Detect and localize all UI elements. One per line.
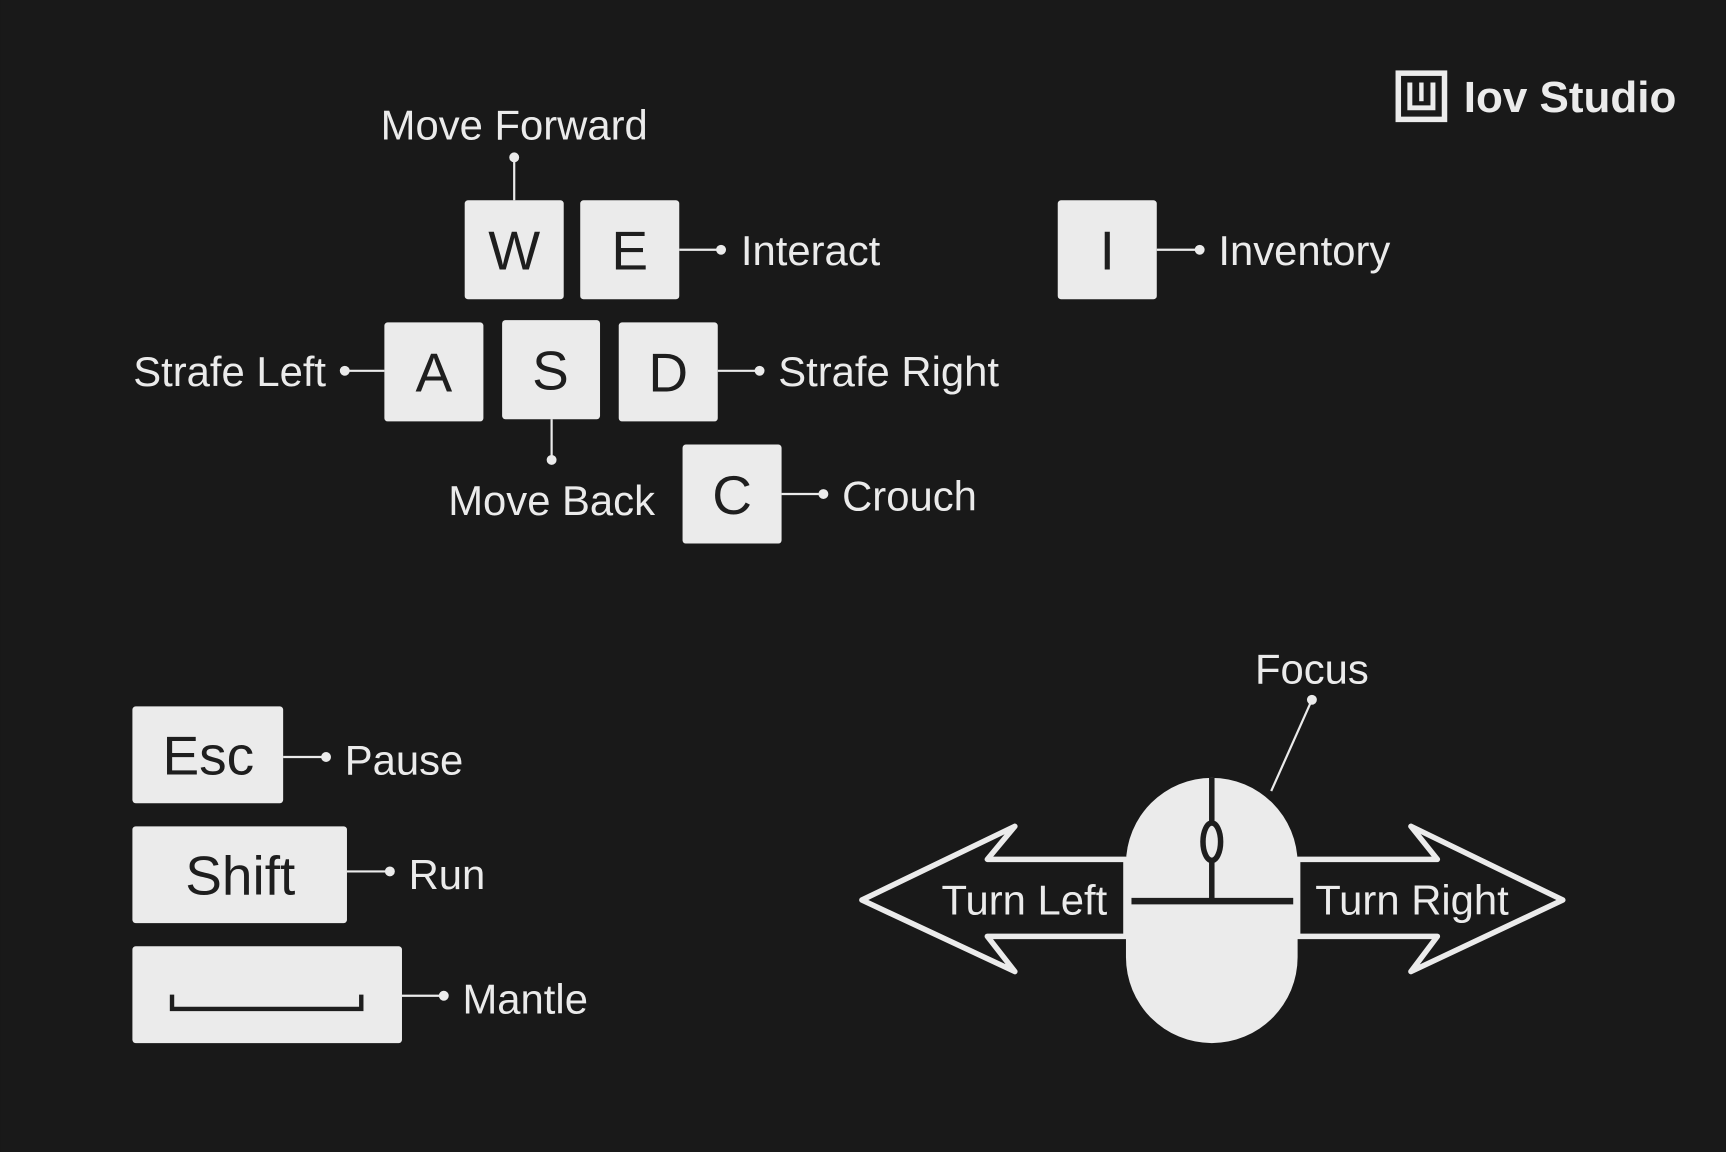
key-d bbox=[618, 322, 718, 422]
brand-name: Iov Studio bbox=[1464, 73, 1677, 122]
action-focus: Focus bbox=[1255, 645, 1369, 692]
key-shift bbox=[132, 826, 347, 924]
key-esc-binding: Esc Pause bbox=[132, 706, 464, 804]
action-interact: Interact bbox=[741, 227, 881, 274]
key-d-label: D bbox=[648, 342, 688, 404]
action-turn-left: Turn Left bbox=[942, 876, 1108, 923]
action-move-forward: Move Forward bbox=[381, 102, 648, 149]
action-move-back: Move Back bbox=[448, 477, 655, 524]
key-w bbox=[464, 200, 564, 300]
action-run: Run bbox=[409, 851, 486, 898]
key-i-binding: I Inventory bbox=[1057, 200, 1390, 300]
key-space-binding: Mantle bbox=[132, 946, 588, 1044]
action-inventory: Inventory bbox=[1218, 227, 1390, 274]
action-crouch: Crouch bbox=[842, 473, 977, 520]
key-w-label: W bbox=[488, 220, 540, 282]
key-e bbox=[580, 200, 680, 300]
key-shift-label: Shift bbox=[185, 845, 295, 907]
key-esc bbox=[132, 706, 284, 804]
key-d-binding: D Strafe Right bbox=[618, 322, 999, 422]
key-esc-label: Esc bbox=[162, 725, 254, 787]
key-c-binding: C Crouch bbox=[682, 444, 977, 544]
key-a-binding: A Strafe Left bbox=[133, 322, 484, 422]
key-i-label: I bbox=[1100, 220, 1115, 282]
key-s bbox=[502, 320, 601, 420]
key-e-label: E bbox=[611, 220, 648, 282]
action-turn-right: Turn Right bbox=[1315, 876, 1509, 923]
key-c-label: C bbox=[712, 464, 752, 526]
bracket-u-logo-icon bbox=[1395, 70, 1448, 123]
key-i bbox=[1057, 200, 1157, 300]
action-pause: Pause bbox=[345, 737, 464, 784]
key-s-binding: S Move Back bbox=[448, 320, 655, 524]
space-bar-icon bbox=[169, 994, 364, 1012]
action-strafe-left: Strafe Left bbox=[133, 348, 326, 395]
key-space bbox=[132, 946, 402, 1044]
key-a bbox=[384, 322, 484, 422]
mouse-binding: Turn Left Turn Right Focus bbox=[859, 645, 1566, 1044]
key-c bbox=[682, 444, 782, 544]
key-shift-binding: Shift Run bbox=[132, 826, 486, 924]
brand-logo: Iov Studio bbox=[1395, 70, 1677, 123]
key-a-label: A bbox=[416, 342, 453, 404]
mouse-icon bbox=[1125, 777, 1298, 1044]
action-strafe-right: Strafe Right bbox=[778, 348, 999, 395]
key-e-binding: E Interact bbox=[580, 200, 881, 300]
mouse-wheel-icon bbox=[1200, 820, 1224, 864]
key-s-label: S bbox=[532, 340, 569, 402]
action-mantle: Mantle bbox=[462, 975, 587, 1022]
key-w-binding: W Move Forward bbox=[381, 102, 648, 300]
